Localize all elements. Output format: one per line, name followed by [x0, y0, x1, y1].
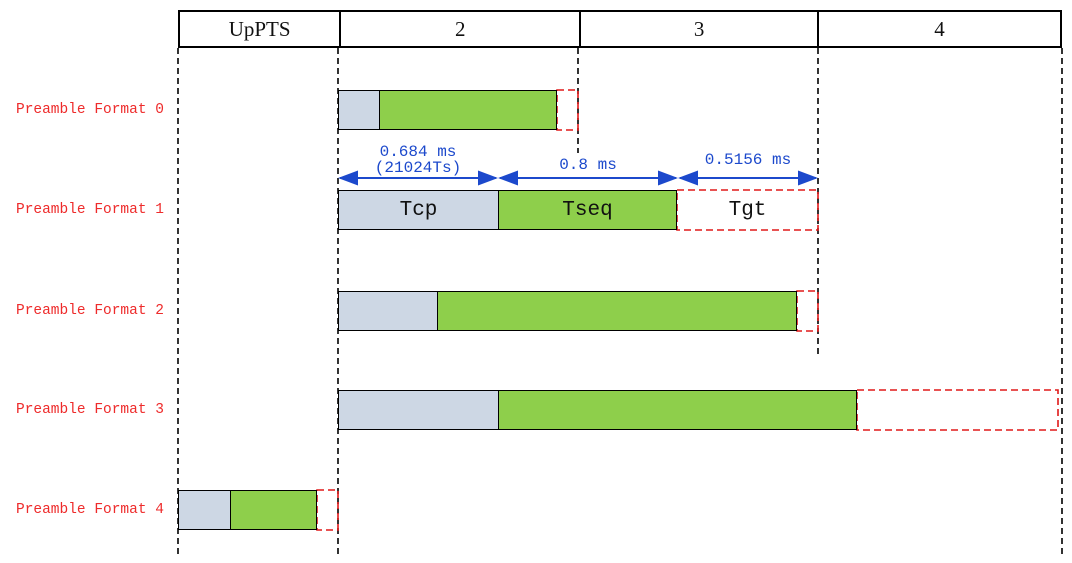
duration-label: 0.8 ms	[498, 157, 678, 173]
duration-label-line: 0.684 ms	[379, 143, 457, 161]
preamble-row-label: Preamble Format 0	[16, 102, 164, 118]
header-cell: UpPTS	[180, 12, 339, 46]
header-cell: 2	[339, 12, 579, 46]
preamble-bar	[338, 291, 797, 331]
subframe-header-row: UpPTS 2 3 4	[178, 10, 1062, 48]
cp-segment	[339, 292, 438, 330]
preamble-row-label: Preamble Format 4	[16, 502, 164, 518]
guard-segment-label: Tgt	[728, 198, 767, 222]
header-cell-label: 4	[934, 16, 945, 41]
duration-label-line: 0.8 ms	[559, 156, 617, 174]
cp-segment	[179, 491, 231, 529]
seq-segment: Tseq	[499, 191, 676, 229]
guard-period-box	[556, 89, 579, 131]
preamble-row-label: Preamble Format 2	[16, 303, 164, 319]
header-cell: 4	[817, 12, 1060, 46]
seq-segment	[380, 91, 556, 129]
duration-label: 0.5156 ms	[678, 152, 818, 168]
seq-segment	[438, 292, 796, 330]
preamble-row-label: Preamble Format 1	[16, 202, 164, 218]
duration-label-line: 0.5156 ms	[704, 151, 792, 169]
header-cell-label: 3	[693, 16, 705, 41]
duration-label-line: (21024Ts)	[374, 159, 462, 177]
arrowhead-right-icon	[798, 170, 818, 186]
cp-segment: Tcp	[339, 191, 499, 229]
cp-segment	[339, 91, 380, 129]
guard-period-box	[316, 489, 339, 531]
header-cell: 3	[579, 12, 817, 46]
duration-label: 0.684 ms(21024Ts)	[338, 144, 498, 176]
seq-segment	[231, 491, 316, 529]
guard-period-box	[796, 290, 819, 332]
preamble-bar	[338, 90, 557, 130]
preamble-bar	[178, 490, 317, 530]
arrowhead-left-icon	[678, 170, 698, 186]
header-cell-label: 2	[454, 16, 466, 41]
header-cell-label: UpPTS	[228, 16, 291, 41]
guard-period-box	[856, 389, 1059, 431]
cp-segment	[339, 391, 499, 429]
preamble-row-label: Preamble Format 3	[16, 402, 164, 418]
preamble-bar	[338, 390, 857, 430]
seq-segment	[499, 391, 856, 429]
